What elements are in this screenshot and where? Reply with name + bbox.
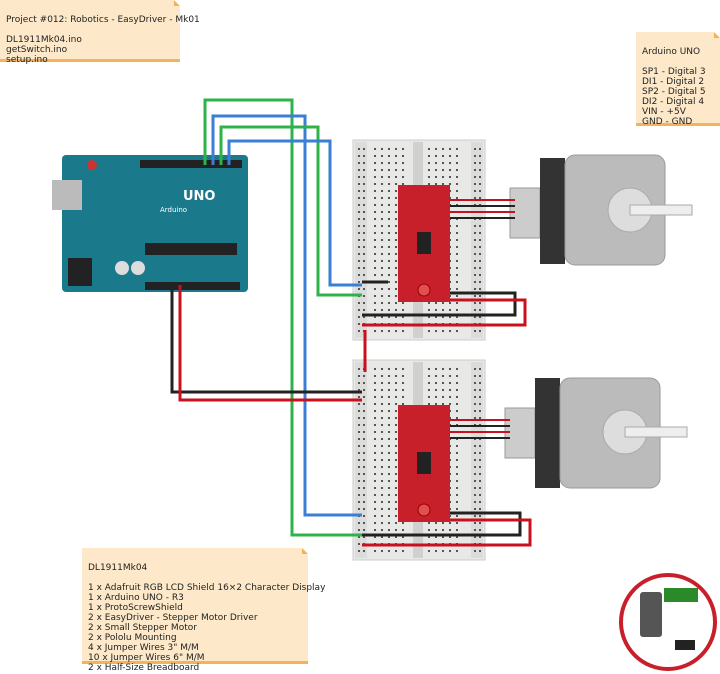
note-line: SP2 - Digital 5 <box>642 87 706 97</box>
wire-blue <box>227 139 362 287</box>
note-line: 2 x Pololu Mounting <box>88 633 177 643</box>
note-line: DL1911Mk04.ino <box>6 35 82 45</box>
stepper-motor-1 <box>509 154 693 266</box>
note-line: VIN - +5V <box>642 107 686 117</box>
note-line: 1 x Adafruit RGB LCD Shield 16×2 Charact… <box>88 583 326 593</box>
wire-green <box>219 125 362 297</box>
note-line: GND - GND <box>642 117 693 127</box>
wire-red <box>178 285 362 402</box>
wire-red <box>362 518 532 547</box>
note-line: getSwitch.ino <box>6 45 68 55</box>
arduino-uno: UNO Arduino <box>52 155 248 292</box>
note-line: 2 x Small Stepper Motor <box>88 623 197 633</box>
stepper-motor-2 <box>504 377 688 489</box>
note-title: Arduino UNO <box>642 47 701 57</box>
note-line: SP1 - Digital 3 <box>642 67 706 77</box>
note-project: Project #012: Robotics - EasyDriver - Mk… <box>0 0 200 65</box>
board-label: UNO <box>183 189 216 204</box>
logo <box>619 573 717 671</box>
board-brand: Arduino <box>160 206 187 214</box>
note-line: 1 x Arduino UNO - R3 <box>88 593 184 603</box>
note-line: DI2 - Digital 4 <box>642 97 705 107</box>
note-line: 10 x Jumper Wires 6" M/M <box>88 653 205 663</box>
wire-blue <box>211 114 362 517</box>
note-line: 2 x Half-Size Breadboard <box>88 663 200 673</box>
wire-green <box>203 98 362 537</box>
wire-black <box>362 291 517 317</box>
note-line: 2 x EasyDriver - Stepper Motor Driver <box>88 613 258 623</box>
note-parts: DL1911Mk04 1 x Adafruit RGB LCD Shield 16… <box>82 548 325 673</box>
easydriver-2 <box>398 405 450 522</box>
wires <box>170 98 532 547</box>
easydriver-1 <box>398 185 450 302</box>
wire-black <box>362 511 522 537</box>
note-line: DI1 - Digital 2 <box>642 77 705 87</box>
note-line: 1 x ProtoScrewShield <box>88 603 183 613</box>
note-line: setup.ino <box>6 55 48 65</box>
wire-black <box>170 285 362 394</box>
note-title: DL1911Mk04 <box>88 563 148 573</box>
note-pins: Arduino UNO SP1 - Digital 3 DI1 - Digital… <box>636 32 720 127</box>
note-line: 4 x Jumper Wires 3" M/M <box>88 643 199 653</box>
wire-red <box>362 298 527 327</box>
